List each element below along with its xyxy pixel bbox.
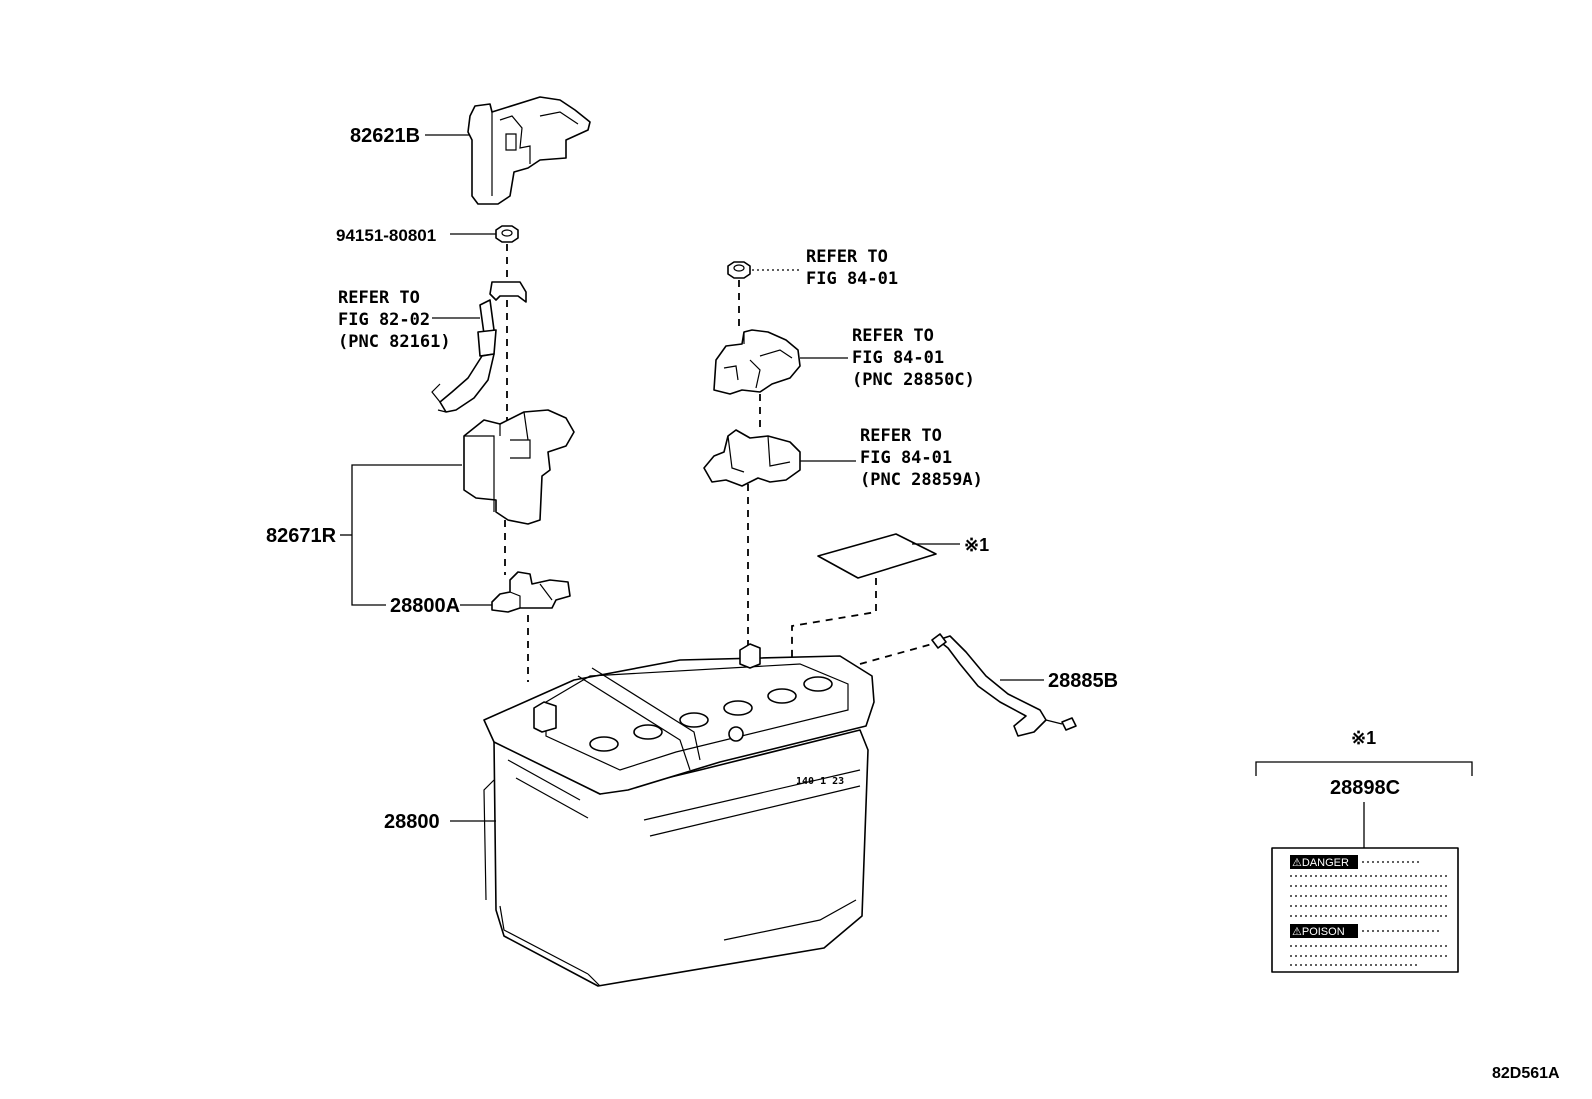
refer-84-01-a-line2: FIG 84-01 [806, 269, 898, 289]
refer-84-01-b-line3: (PNC 28850C) [852, 370, 975, 390]
refer-82-02-line2: FIG 82-02 [338, 310, 430, 330]
nut-icon [495, 225, 519, 243]
poison-tag: ⚠POISON [1292, 926, 1345, 938]
clamp-icon [491, 571, 571, 613]
terminal-bracket-icon [463, 409, 575, 525]
refer-82-02-line3: (PNC 82161) [338, 332, 451, 352]
note-sheet-icon [817, 533, 937, 579]
terminal-cover-icon [467, 96, 591, 205]
refer-84-01-c-line2: FIG 84-01 [860, 448, 952, 468]
note-mark-1: ※1 [964, 535, 989, 555]
refer-84-01-a-line1: REFER TO [806, 247, 888, 267]
warning-label-icon: ⚠DANGER ⚠POISON [1271, 847, 1459, 973]
callout-28800a: 28800A [390, 595, 460, 617]
callout-94151: 94151-80801 [336, 226, 436, 245]
danger-tag: ⚠DANGER [1292, 857, 1349, 869]
bolt-icon [727, 261, 751, 279]
svg-text:140 1 23: 140 1 23 [796, 776, 844, 787]
refer-82-02-line1: REFER TO [338, 288, 420, 308]
callout-82671r: 82671R [266, 525, 337, 547]
refer-84-01-c-line1: REFER TO [860, 426, 942, 446]
hose-icon [931, 633, 1077, 737]
callout-28800: 28800 [384, 811, 440, 833]
callout-82621b: 82621B [350, 125, 420, 147]
callout-28885b: 28885B [1048, 670, 1118, 692]
callout-28898c: 28898C [1330, 777, 1400, 799]
sensor-connector-icon [713, 329, 801, 395]
sensor-bracket-icon [703, 429, 801, 487]
refer-84-01-c-line3: (PNC 28859A) [860, 470, 983, 490]
refer-84-01-b-line2: FIG 84-01 [852, 348, 944, 368]
drawing-code: 82D561A [1492, 1065, 1560, 1082]
cable-terminal-icon [431, 281, 527, 413]
label-group-mark: ※1 [1351, 728, 1376, 748]
refer-84-01-b-line1: REFER TO [852, 326, 934, 346]
battery-icon: 140 1 23 [483, 643, 875, 987]
